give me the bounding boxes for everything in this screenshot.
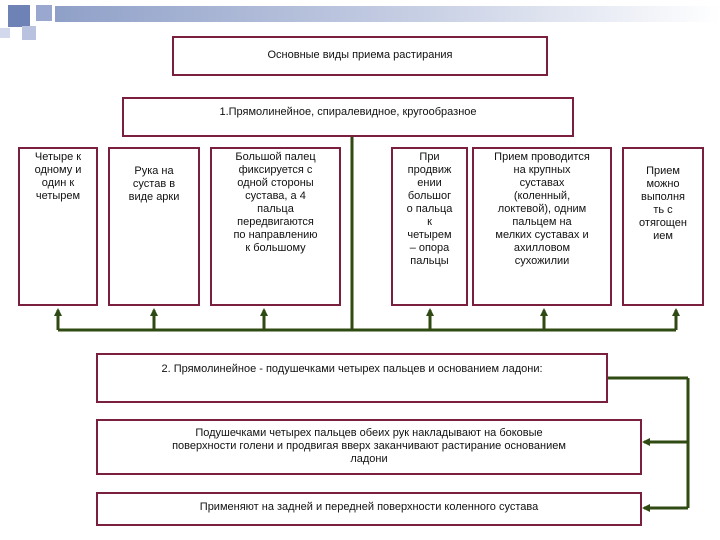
diagram-title: Основные виды приема растирания	[267, 49, 453, 61]
method-1-detail-3: Большой палец фиксируется с одной сторон…	[210, 147, 341, 306]
method-2-detail-1: Подушечками четырех пальцев обеих рук на…	[96, 419, 642, 475]
method-2-detail-2: Применяют на задней и передней поверхнос…	[96, 492, 642, 526]
method-1-detail-4: При продвиж ении большог о пальца к четы…	[391, 147, 468, 306]
method-1-detail-2: Рука на сустав в виде арки	[108, 147, 200, 306]
decor-square-4	[0, 28, 10, 38]
method-2-label: 2. Прямолинейное - подушечками четырех п…	[161, 363, 543, 375]
method-2-box: 2. Прямолинейное - подушечками четырех п…	[96, 353, 608, 403]
decor-square-3	[22, 26, 36, 40]
title-box: Основные виды приема растирания	[172, 36, 548, 76]
decor-square-1	[8, 5, 30, 27]
method-1-label: 1.Прямолинейное, спиралевидное, кругообр…	[219, 106, 477, 118]
decor-gradient-bar	[55, 6, 720, 22]
decor-square-2	[36, 5, 52, 21]
method-1-detail-1: Четыре к одному и один к четырем	[18, 147, 98, 306]
method-1-detail-5: Прием проводится на крупных суставах (ко…	[472, 147, 612, 306]
method-1-detail-6: Прием можно выполня ть с отягощен ием	[622, 147, 704, 306]
method-1-box: 1.Прямолинейное, спиралевидное, кругообр…	[122, 97, 574, 137]
